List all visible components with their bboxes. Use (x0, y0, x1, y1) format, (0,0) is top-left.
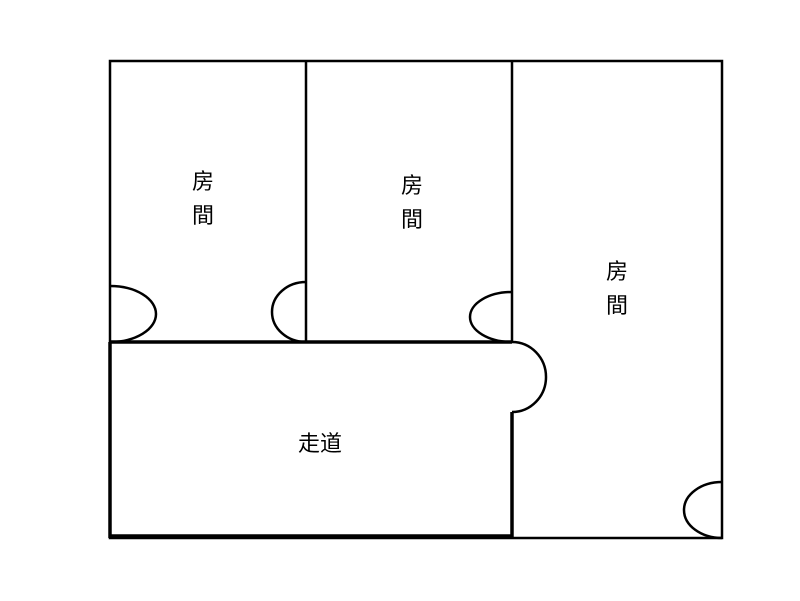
door-room2 (468, 290, 513, 344)
door-room3-bottom (682, 480, 723, 540)
door-room1-left (109, 284, 158, 344)
outer-wall (108, 59, 724, 540)
corridor-label: 走道 (297, 432, 342, 457)
door-corridor-room3 (511, 340, 548, 414)
room-2-label: 房間 (400, 174, 423, 233)
room-1-label: 房間 (191, 170, 214, 229)
room-3-label: 房間 (605, 260, 628, 319)
door-room1-right (270, 280, 307, 344)
